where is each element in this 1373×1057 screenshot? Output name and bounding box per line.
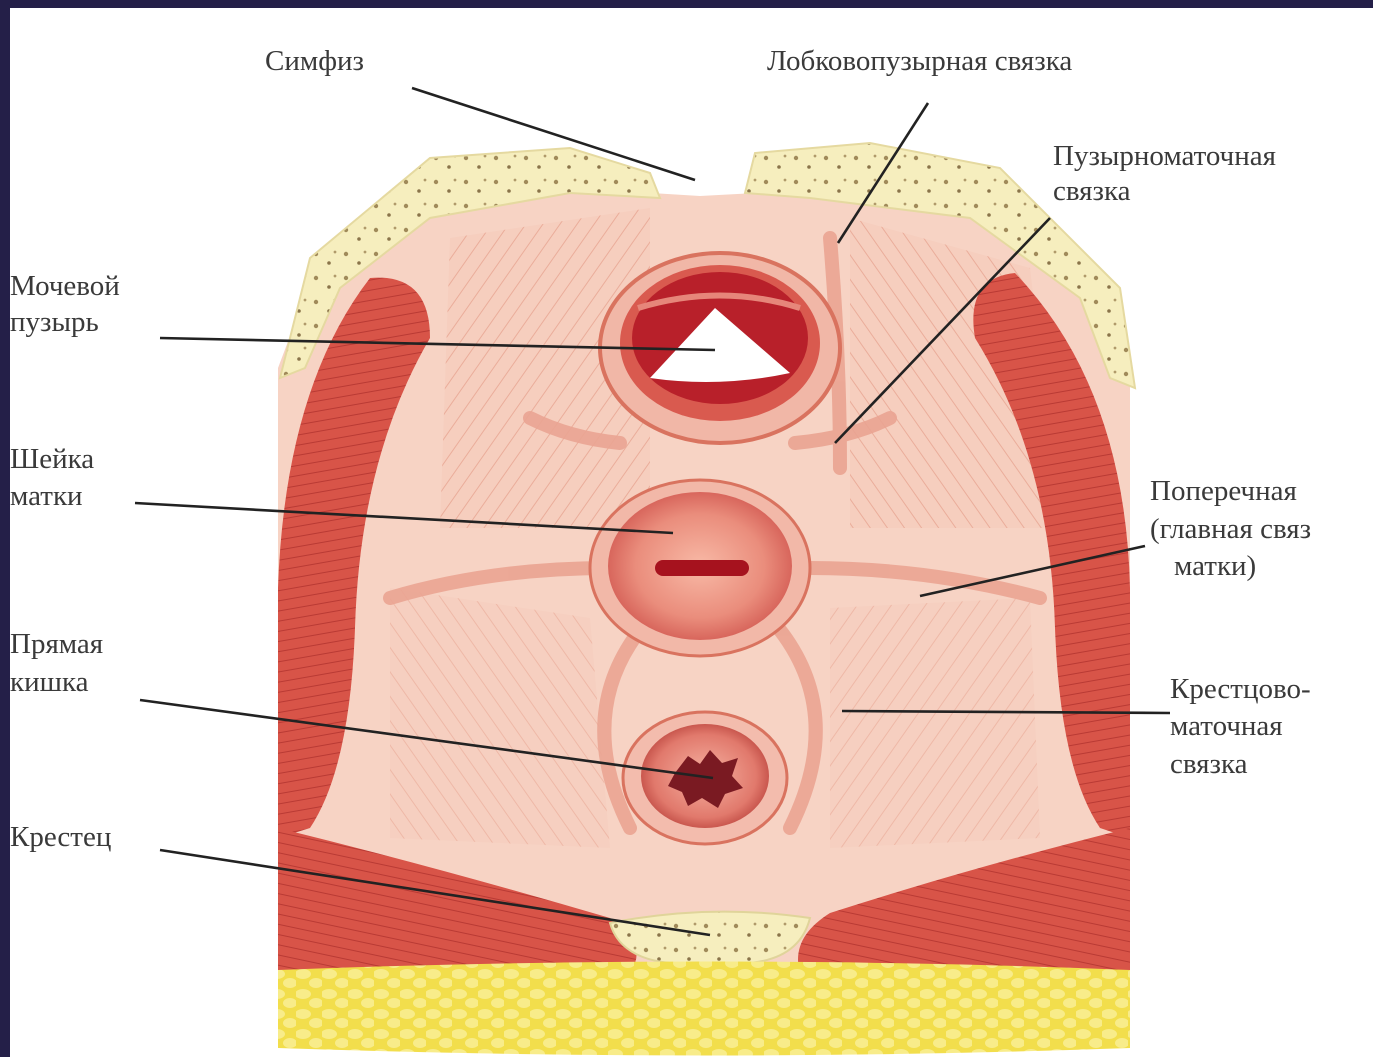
label-pubovesical: Лобковопузырная связка	[767, 45, 1072, 77]
label-transverse-line3: матки)	[1174, 550, 1256, 582]
label-transverse-line2: (главная связ	[1150, 513, 1311, 545]
diagram-frame: Симфиз Лобковопузырная связка Пузырномат…	[10, 8, 1373, 1057]
label-symphysis: Симфиз	[265, 45, 364, 77]
label-rectum-line2: кишка	[10, 666, 89, 698]
sacrum	[610, 912, 810, 963]
pelvic-floor-diagram: Симфиз Лобковопузырная связка Пузырномат…	[10, 8, 1373, 1057]
label-cervix-line2: матки	[10, 480, 83, 512]
label-sacrouterine-line2: маточная	[1170, 710, 1283, 742]
cervix	[590, 480, 810, 656]
label-sacrum: Крестец	[10, 821, 111, 853]
label-bladder-line1: Мочевой	[10, 270, 120, 302]
label-sacrouterine-line3: связка	[1170, 748, 1248, 780]
label-vesicouterine-line1: Пузырноматочная	[1053, 140, 1276, 172]
label-transverse-line1: Поперечная	[1150, 475, 1297, 507]
label-rectum-line1: Прямая	[10, 628, 103, 660]
label-sacrouterine-line1: Крестцово-	[1170, 673, 1311, 705]
fat-layer	[278, 962, 1130, 1056]
label-vesicouterine-line2: связка	[1053, 175, 1131, 207]
label-cervix-line1: Шейка	[10, 443, 94, 475]
label-bladder-line2: пузырь	[10, 306, 99, 338]
